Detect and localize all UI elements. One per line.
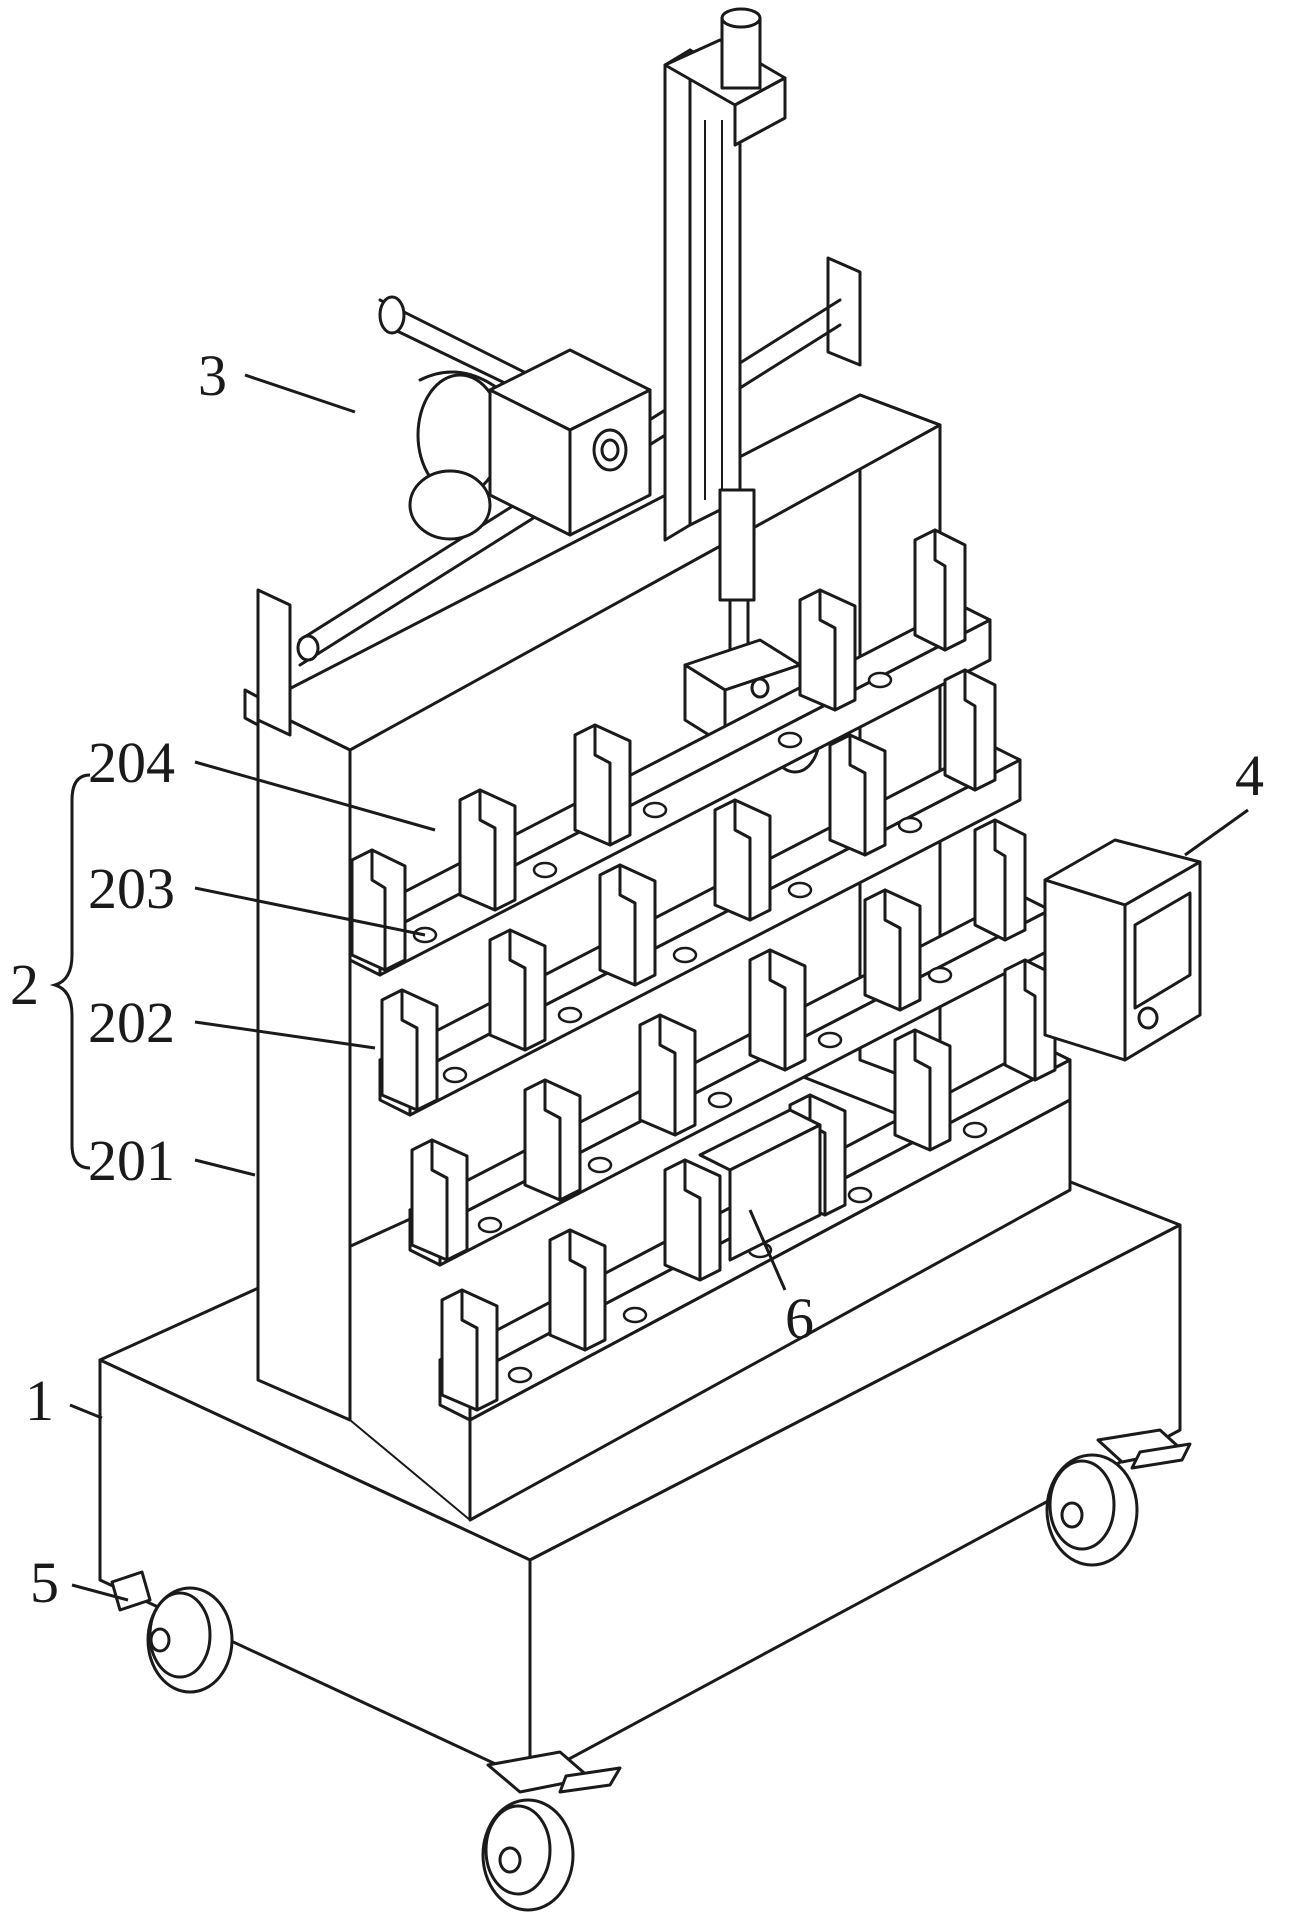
label-6: 6 [785, 1286, 814, 1351]
leader-4 [1184, 808, 1249, 857]
label-3: 3 [198, 343, 227, 408]
reference-labels: 3 204 203 2 202 201 4 1 5 6 [10, 343, 1264, 1615]
caster-back-right [1045, 1428, 1192, 1567]
label-5: 5 [30, 1550, 59, 1615]
leader-lines [49, 373, 1249, 1602]
rack-holes [412, 671, 988, 1384]
drive-motor [408, 370, 504, 541]
label-204: 204 [88, 730, 175, 795]
holder-blocks [350, 528, 1057, 1412]
label-1: 1 [25, 1368, 54, 1433]
caster-front-left [110, 1570, 234, 1694]
leader-5 [71, 1583, 129, 1602]
leader-3 [244, 373, 356, 414]
leader-201 [194, 1158, 256, 1177]
leader-204 [194, 760, 436, 832]
control-box [1043, 838, 1202, 1062]
label-4: 4 [1235, 743, 1264, 808]
leader-203 [194, 886, 426, 937]
leader-1 [69, 1403, 103, 1420]
label-2: 2 [10, 952, 39, 1017]
caster-front-center [481, 1750, 622, 1912]
leader-6 [748, 1209, 787, 1291]
leader-202 [194, 1020, 376, 1050]
group-2-brace [49, 773, 91, 1170]
stepped-rack [348, 528, 1072, 1522]
workpiece-plate [698, 1108, 822, 1262]
label-201: 201 [88, 1128, 175, 1193]
label-203: 203 [88, 856, 175, 921]
label-202: 202 [88, 990, 175, 1055]
